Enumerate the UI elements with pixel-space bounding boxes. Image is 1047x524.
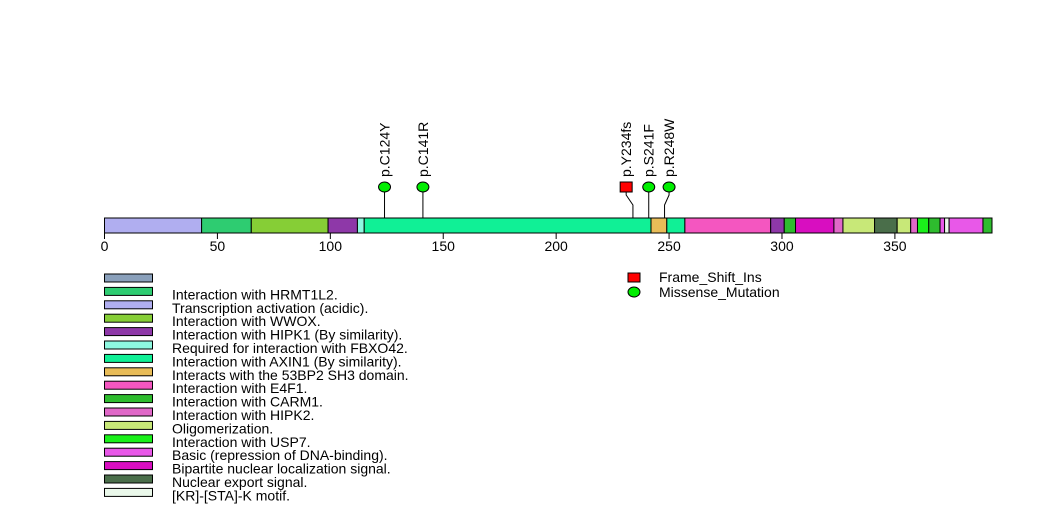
domain-segment [770, 217, 785, 234]
legend-swatch [104, 273, 153, 283]
domain-segment [842, 217, 876, 234]
legend-swatch [104, 487, 153, 497]
domain-segment [910, 217, 918, 234]
x-tick-label: 350 [883, 238, 907, 254]
missense-marker [378, 181, 392, 193]
legend-swatch [104, 300, 153, 310]
legend-swatch [104, 286, 153, 296]
legend-label: [KR]-[STA]-K motif. [172, 487, 290, 503]
x-tick-label: 100 [319, 238, 343, 254]
domain-segment [795, 217, 835, 234]
legend-swatch [104, 447, 153, 457]
legend-label: Required for interaction with FBXO42. [172, 340, 408, 356]
domain-segment [104, 217, 203, 234]
domain-segment [783, 217, 797, 234]
legend-swatch [104, 407, 153, 417]
legend-label: Interaction with HIPK1 (By similarity). [172, 327, 402, 343]
legend-label: Transcription activation (acidic). [172, 300, 368, 316]
mutation-label: p.S241F [641, 124, 657, 177]
legend-swatch [104, 313, 153, 323]
legend-swatch [104, 327, 153, 337]
frameshift-marker [619, 181, 633, 193]
legend-swatch [104, 340, 153, 350]
legend-swatch [104, 353, 153, 363]
x-tick-label: 50 [210, 238, 226, 254]
legend-label: Interaction with CARM1. [172, 394, 323, 410]
domain-segment [944, 217, 950, 234]
x-tick-label: 250 [657, 238, 681, 254]
x-tick-label: 200 [544, 238, 568, 254]
legend-swatch [104, 380, 153, 390]
mutation-label: p.C124Y [377, 122, 393, 177]
legend-label: Interaction with AXIN1 (By similarity). [172, 353, 402, 369]
legend-swatch [104, 434, 153, 444]
legend-swatch [104, 420, 153, 430]
mutation-label: p.Y234fs [618, 122, 634, 177]
mutation-label: p.C141R [415, 122, 431, 177]
legend-label: Interaction with USP7. [172, 434, 311, 450]
legend-label: Interaction with HIPK2. [172, 407, 314, 423]
domain-segment [327, 217, 358, 234]
mutation-legend-label: Missense_Mutation [659, 284, 780, 300]
domain-segment [363, 217, 652, 234]
domain-segment [896, 217, 912, 234]
x-tick-label: 300 [770, 238, 794, 254]
missense-marker [642, 181, 656, 193]
legend-label: Oligomerization. [172, 420, 273, 436]
domain-segment [948, 217, 984, 234]
mutation-legend-label: Frame_Shift_Ins [659, 269, 762, 285]
legend-swatch [104, 474, 153, 484]
domain-segment [356, 217, 365, 234]
legend-swatch [104, 367, 153, 377]
legend-swatch [104, 394, 153, 404]
legend-label: Interaction with HRMT1L2. [172, 286, 338, 302]
legend-label: Interaction with E4F1. [172, 380, 307, 396]
domain-segment [250, 217, 329, 234]
legend-label: Bipartite nuclear localization signal. [172, 461, 391, 477]
missense-legend-icon [627, 286, 641, 298]
domain-segment [684, 217, 772, 234]
domain-segment [201, 217, 252, 234]
mutation-label: p.R248W [661, 118, 677, 177]
x-tick-label: 150 [432, 238, 456, 254]
legend-label: Basic (repression of DNA-binding). [172, 447, 388, 463]
domain-segment [982, 217, 993, 234]
legend-label: Interacts with the 53BP2 SH3 domain. [172, 367, 409, 383]
domain-segment [666, 217, 686, 234]
domain-segment [928, 217, 941, 234]
legend-label: Nuclear export signal. [172, 474, 307, 490]
domain-segment [650, 217, 668, 234]
missense-marker [662, 181, 676, 193]
legend-label: Interaction with WWOX. [172, 313, 321, 329]
domain-segment [916, 217, 930, 234]
domain-segment [874, 217, 898, 234]
domain-segment [833, 217, 844, 234]
x-tick-label: 0 [101, 238, 109, 254]
frameshift-legend-icon [627, 272, 641, 283]
missense-marker [416, 181, 430, 193]
legend-swatch [104, 461, 153, 471]
domain-segment [939, 217, 946, 234]
